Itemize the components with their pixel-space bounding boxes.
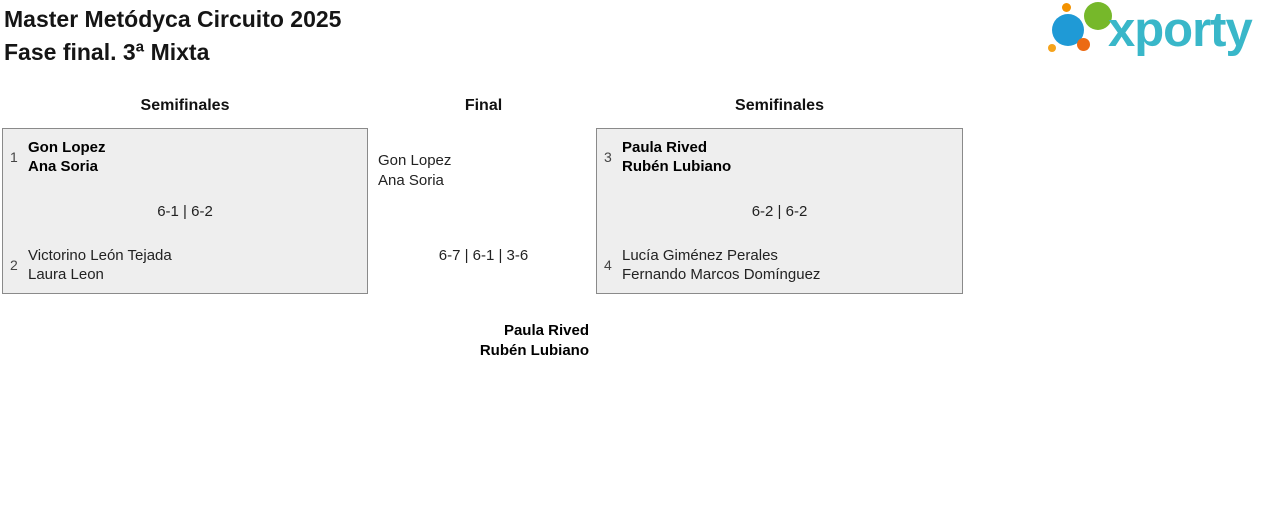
seed-number: 4: [604, 257, 612, 273]
team-names-winner: Gon Lopez Ana Soria: [28, 138, 106, 176]
seed-number: 3: [604, 149, 612, 165]
match-score: 6-2 | 6-2: [751, 202, 808, 220]
seed-number: 1: [10, 149, 18, 165]
column-header-semifinal-right: Semifinales: [735, 97, 824, 114]
page-title: Master Metódyca Circuito 2025 Fase final…: [4, 3, 341, 69]
player-name: Rubén Lubiano: [622, 158, 732, 175]
final-team-top: Gon Lopez Ana Soria: [378, 151, 451, 191]
match-score: 6-1 | 6-2: [157, 202, 213, 220]
semifinal-left-match[interactable]: 1 Gon Lopez Ana Soria 6-1 | 6-2 2 Victor…: [2, 128, 368, 294]
player-name: Rubén Lubiano: [479, 342, 589, 359]
xporty-logo[interactable]: xporty: [1046, 2, 1278, 66]
final-score: 6-7 | 6-1 | 3-6: [438, 247, 529, 264]
column-header-semifinal-left: Semifinales: [140, 97, 230, 114]
logo-dot-small-icon: [1048, 44, 1056, 52]
logo-dot-green-icon: [1084, 2, 1112, 30]
player-name: Victorino León Tejada: [28, 247, 172, 264]
player-name: Paula Rived: [622, 139, 708, 156]
tournament-title: Master Metódyca Circuito 2025: [4, 6, 342, 32]
player-name: Gon Lopez: [378, 152, 452, 169]
team-row: 3 Paula Rived Rubén Lubiano: [597, 138, 962, 176]
team-names: Victorino León Tejada Laura Leon: [28, 246, 172, 284]
player-name: Gon Lopez: [28, 139, 106, 156]
player-name: Paula Rived: [503, 322, 589, 339]
column-header-final: Final: [464, 97, 503, 114]
logo-text: xporty: [1108, 3, 1253, 57]
team-names: Lucía Giménez Perales Fernando Marcos Do…: [622, 246, 820, 284]
player-name: Ana Soria: [28, 158, 99, 175]
seed-number: 2: [10, 257, 18, 273]
logo-dot-orange-small-icon: [1062, 3, 1071, 12]
team-row: 1 Gon Lopez Ana Soria: [3, 138, 367, 176]
player-name: Laura Leon: [28, 266, 104, 283]
semifinal-right-match[interactable]: 3 Paula Rived Rubén Lubiano 6-2 | 6-2 4 …: [596, 128, 963, 294]
team-names-winner: Paula Rived Rubén Lubiano: [622, 138, 731, 176]
final-winner: Paula Rived Rubén Lubiano: [378, 321, 589, 361]
logo-dot-orange-icon: [1077, 38, 1090, 51]
player-name: Ana Soria: [378, 172, 444, 189]
team-row: 4 Lucía Giménez Perales Fernando Marcos …: [597, 246, 962, 284]
team-row: 2 Victorino León Tejada Laura Leon: [3, 246, 367, 284]
player-name: Lucía Giménez Perales: [622, 247, 778, 264]
phase-subtitle: Fase final. 3ª Mixta: [4, 39, 210, 65]
player-name: Fernando Marcos Domínguez: [622, 266, 821, 283]
